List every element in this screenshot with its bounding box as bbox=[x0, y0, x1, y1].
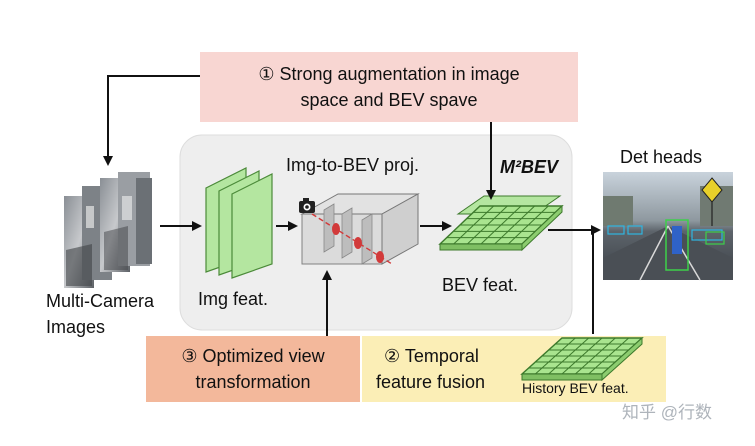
augmentation-line1: ① Strong augmentation in image bbox=[258, 64, 520, 84]
det-heads-image bbox=[603, 172, 733, 281]
augmentation-box-bg bbox=[200, 52, 578, 122]
img-feat-planes bbox=[205, 167, 273, 279]
watermark: 知乎 @行数 bbox=[622, 403, 712, 422]
camera-icon bbox=[299, 198, 315, 213]
augmentation-box: ① Strong augmentation in image space and… bbox=[200, 52, 578, 122]
bev-feat-grid bbox=[438, 195, 564, 252]
view-transform-box: ③ Optimized view transformation bbox=[146, 336, 360, 402]
temporal-line2: feature fusion bbox=[376, 372, 486, 392]
img-to-bev-label: Img-to-BEV proj. bbox=[286, 155, 420, 175]
det-heads-label: Det heads bbox=[620, 147, 703, 167]
projection-volume bbox=[300, 193, 420, 265]
bev-feat-label: BEV feat. bbox=[442, 275, 519, 295]
view-transform-line1: ③ Optimized view bbox=[181, 346, 325, 366]
m2bev-label: M²BEV bbox=[500, 157, 558, 177]
history-bev-grid bbox=[520, 336, 644, 382]
temporal-line1: ② Temporal bbox=[384, 346, 479, 366]
history-bev-label: History BEV feat. bbox=[522, 380, 629, 396]
view-transform-box-bg bbox=[146, 336, 360, 402]
augmentation-line2: space and BEV spave bbox=[300, 90, 478, 110]
multi-camera-images bbox=[64, 172, 152, 288]
multi-camera-label-line1: Multi-Camera bbox=[46, 291, 155, 311]
img-feat-label: Img feat. bbox=[198, 289, 269, 309]
view-transform-line2: transformation bbox=[195, 372, 311, 392]
multi-camera-label-line2: Images bbox=[46, 317, 106, 337]
temporal-box: ② Temporal feature fusion bbox=[376, 336, 526, 402]
arrows bbox=[103, 75, 601, 336]
